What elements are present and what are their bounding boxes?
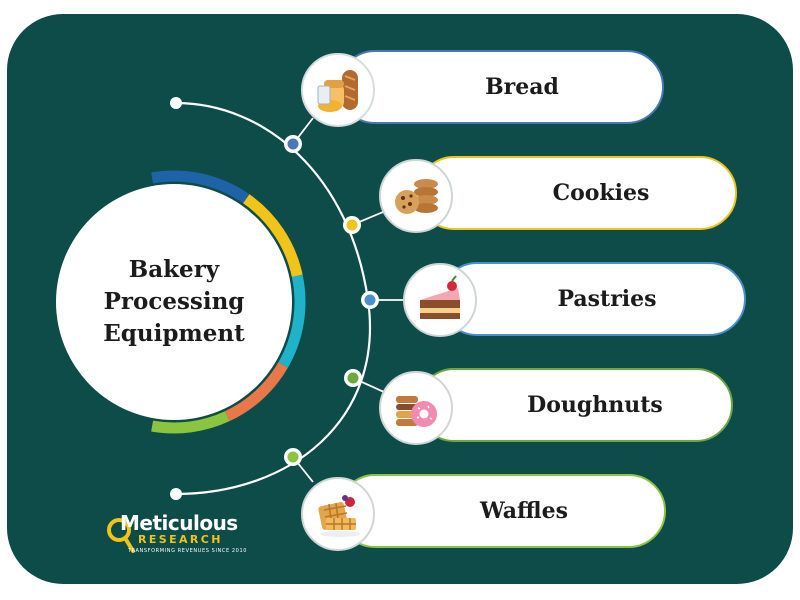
category-label-cookies: Cookies [552,180,650,206]
category-pill-bread: Bread [338,50,664,124]
arc-start-dot [170,97,182,109]
logo-tagline: TRANSFORMING REVENUES SINCE 2010 [128,548,248,554]
logo-sub: RESEARCH [138,533,223,546]
ring-segment-2 [243,194,303,278]
ring-segment-3 [278,274,306,368]
category-label-pastries: Pastries [557,286,657,312]
hub-title: Bakery Processing Equipment [103,256,245,347]
pastries-icon-circle [403,263,477,337]
bread-icon [317,70,358,112]
category-pill-doughnuts: Doughnuts [417,368,733,442]
cake-slice-icon [420,275,460,319]
doughnuts-icon [396,396,437,427]
ring-segment-1 [151,170,250,204]
category-pill-cookies: Cookies [417,156,737,230]
cookies-icon-circle [379,159,453,233]
category-label-bread: Bread [485,74,559,100]
category-label-doughnuts: Doughnuts [527,392,663,418]
waffles-icon [318,495,360,537]
hub: Bakery Processing Equipment [58,196,290,408]
waffles-icon-circle [301,477,375,551]
doughnuts-icon-circle [379,371,453,445]
arc-node-dot-waffles [287,451,299,463]
logo-name: Meticulous [120,511,238,535]
ring-segment-5 [151,411,230,434]
arc-node-dot-doughnuts [347,372,359,384]
category-pill-pastries: Pastries [440,262,746,336]
cookies-icon [395,179,438,214]
arc-node-dot-pastries [364,294,376,306]
ring-segment-4 [224,362,288,422]
arc-end-dot [170,488,182,500]
category-label-waffles: Waffles [480,498,568,524]
magnifier-logo-icon [107,518,135,553]
hub-circle [56,184,292,420]
arc-node-dot-cookies [346,219,358,231]
category-pill-waffles: Waffles [338,474,666,548]
bread-icon-circle [301,53,375,127]
meticulous-research-logo: Meticulous RESEARCH TRANSFORMING REVENUE… [106,511,256,563]
arc-node-dot-bread [287,138,299,150]
